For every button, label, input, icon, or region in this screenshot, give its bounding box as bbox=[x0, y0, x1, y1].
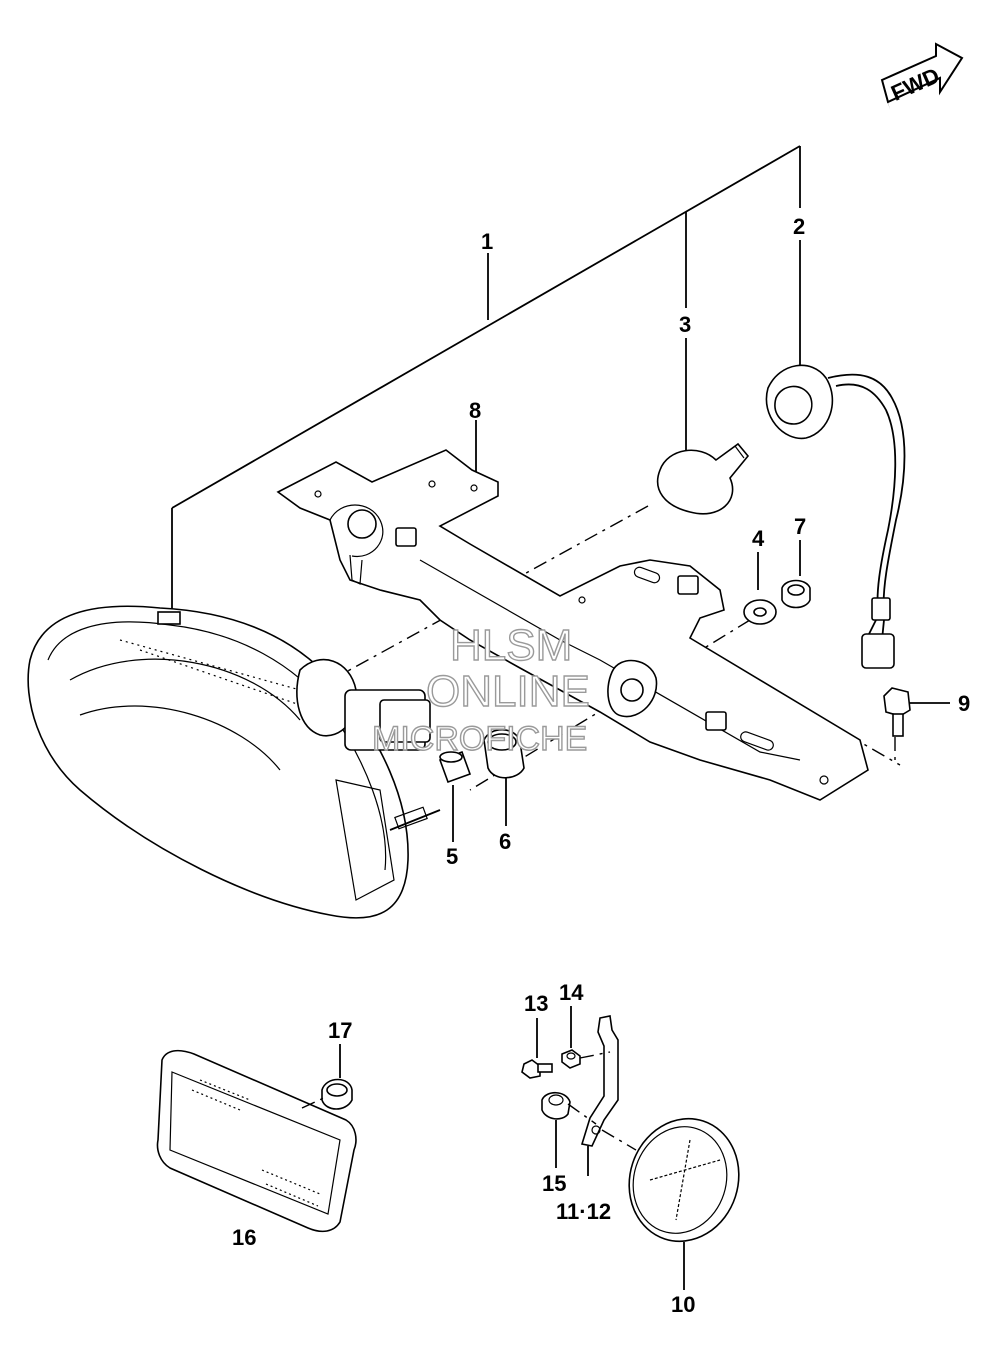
callout-16: 16 bbox=[232, 1225, 256, 1250]
washer-4 bbox=[743, 599, 777, 625]
bulb bbox=[656, 442, 750, 515]
callout-17: 17 bbox=[328, 1018, 352, 1043]
callout-6: 6 bbox=[499, 829, 511, 854]
watermark-line1: HLSM bbox=[450, 621, 572, 670]
bolt-9 bbox=[883, 687, 911, 737]
watermark-line3: MICROFICHE bbox=[372, 720, 587, 758]
callout-5: 5 bbox=[446, 844, 458, 869]
assembly-leader-lines bbox=[171, 145, 950, 842]
callout-3: 3 bbox=[679, 312, 691, 337]
grommet-6 bbox=[483, 728, 525, 779]
nut-14 bbox=[561, 1006, 611, 1069]
lamp-10 bbox=[601, 1117, 740, 1290]
fwd-arrow-icon: FWD bbox=[880, 42, 964, 110]
callout-7: 7 bbox=[794, 514, 806, 539]
callout-13: 13 bbox=[524, 991, 548, 1016]
watermark-line2: ONLINE bbox=[426, 667, 590, 716]
callout-8: 8 bbox=[469, 398, 481, 423]
callout-15: 15 bbox=[542, 1171, 566, 1196]
bracket-11-12 bbox=[580, 1015, 619, 1176]
mounting-bracket bbox=[276, 449, 869, 801]
nut-15 bbox=[541, 1091, 597, 1168]
socket-harness bbox=[765, 364, 906, 669]
nut-7 bbox=[781, 579, 811, 609]
callout-14: 14 bbox=[559, 980, 584, 1005]
callout-1: 1 bbox=[481, 229, 493, 254]
callout-10: 10 bbox=[671, 1292, 695, 1317]
nut-17 bbox=[301, 1044, 353, 1110]
callout-2: 2 bbox=[793, 214, 805, 239]
screw-13 bbox=[521, 1018, 553, 1079]
collar-5 bbox=[438, 750, 472, 784]
reflector-16 bbox=[156, 1049, 357, 1233]
callout-9: 9 bbox=[958, 691, 970, 716]
callout-4: 4 bbox=[752, 526, 765, 551]
callout-11-12: 11·12 bbox=[556, 1199, 611, 1224]
watermark: HLSM ONLINE MICROFICHE bbox=[371, 620, 590, 758]
lamp-housing bbox=[27, 605, 441, 919]
